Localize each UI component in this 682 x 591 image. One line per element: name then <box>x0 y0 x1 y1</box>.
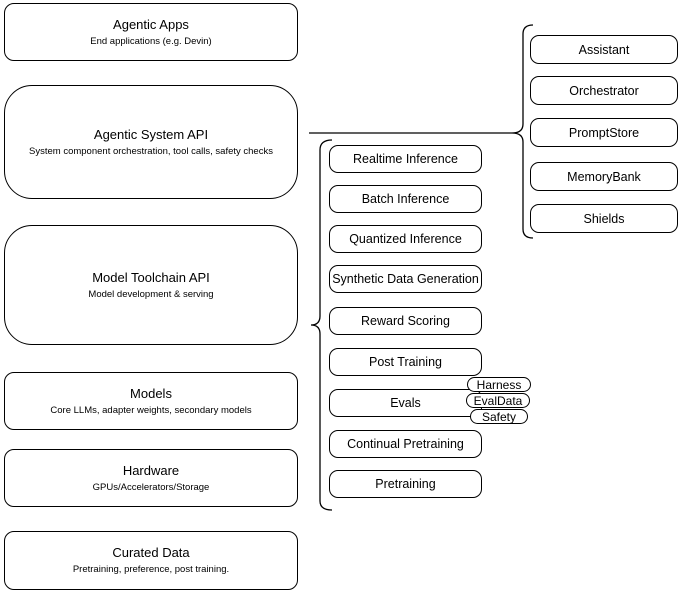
node-hardware: Hardware GPUs/Accelerators/Storage <box>4 449 298 507</box>
pill-evaldata: EvalData <box>466 393 530 408</box>
node-title: Model Toolchain API <box>92 269 210 285</box>
node-realtime-inference: Realtime Inference <box>329 145 482 173</box>
node-title: Agentic System API <box>93 126 209 142</box>
node-batch-inference: Batch Inference <box>329 185 482 213</box>
node-pretraining: Pretraining <box>329 470 482 498</box>
node-continual-pretraining: Continual Pretraining <box>329 430 482 458</box>
node-evals: Evals <box>329 389 482 417</box>
node-title: Hardware <box>122 462 180 478</box>
node-promptstore: PromptStore <box>530 118 678 147</box>
toolchain-group-brace <box>310 139 333 511</box>
system-components-brace <box>511 24 534 239</box>
node-subtitle: Core LLMs, adapter weights, secondary mo… <box>50 404 252 416</box>
pill-safety: Safety <box>470 409 528 424</box>
node-subtitle: Pretraining, preference, post training. <box>72 564 230 575</box>
node-orchestrator: Orchestrator <box>530 76 678 105</box>
node-post-training: Post Training <box>329 348 482 376</box>
node-agentic-apps: Agentic Apps End applications (e.g. Devi… <box>4 3 298 61</box>
node-reward-scoring: Reward Scoring <box>329 307 482 335</box>
node-title: Curated Data <box>112 545 190 560</box>
node-title: Agentic Apps <box>113 16 189 32</box>
node-models: Models Core LLMs, adapter weights, secon… <box>4 372 298 430</box>
node-memorybank: MemoryBank <box>530 162 678 191</box>
node-agentic-system-api: Agentic System API System component orch… <box>4 85 298 199</box>
node-shields: Shields <box>530 204 678 233</box>
node-assistant: Assistant <box>530 35 678 64</box>
node-subtitle: Model development & serving <box>88 288 214 300</box>
node-subtitle: GPUs/Accelerators/Storage <box>92 481 210 493</box>
node-curated-data: Curated Data Pretraining, preference, po… <box>4 531 298 590</box>
node-model-toolchain-api: Model Toolchain API Model development & … <box>4 225 298 345</box>
node-subtitle: System component orchestration, tool cal… <box>29 145 273 157</box>
node-quantized-inference: Quantized Inference <box>329 225 482 253</box>
node-title: Models <box>130 385 172 401</box>
node-synthetic-data-generation: Synthetic Data Generation <box>329 265 482 293</box>
node-subtitle: End applications (e.g. Devin) <box>90 35 212 47</box>
pill-harness: Harness <box>467 377 531 392</box>
